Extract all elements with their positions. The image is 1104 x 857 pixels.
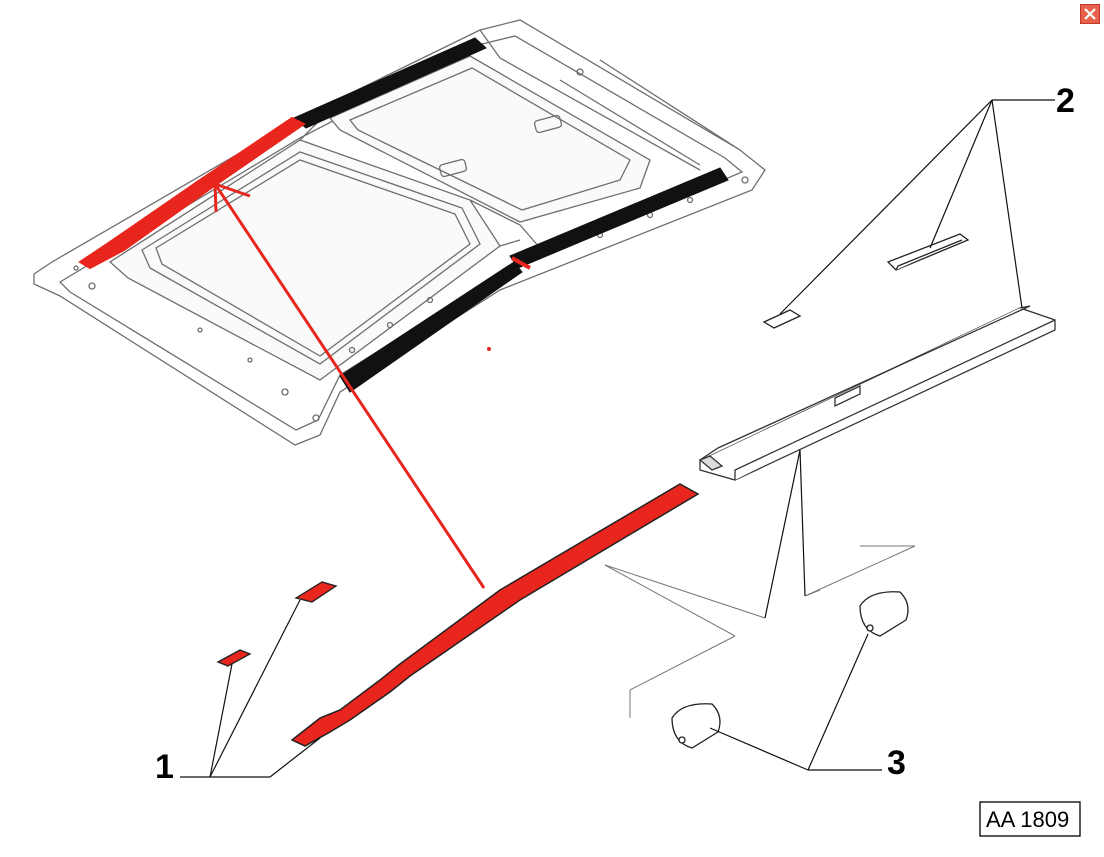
roof-red-marker (511, 256, 531, 270)
part-3-cap-upper (859, 591, 909, 637)
close-icon (1084, 8, 1096, 20)
part-1-clip-small (216, 649, 252, 667)
callout-3: 3 (887, 744, 906, 782)
reference-code: AA 1809 (986, 807, 1069, 832)
part-1-trim-strip (290, 483, 700, 747)
leader-lines (180, 99, 1055, 778)
part-1-clip-large (294, 581, 338, 603)
part-2-clip-large (886, 233, 970, 271)
part-3-cap-lower (671, 703, 721, 749)
roof-highlighted-strip (78, 116, 306, 270)
roof-seal-strips (293, 37, 729, 393)
location-arrow (213, 182, 486, 589)
reference-code-box (979, 801, 1081, 837)
red-dot (487, 347, 491, 351)
close-button[interactable] (1080, 4, 1100, 24)
callout-1: 1 (155, 748, 174, 786)
construction-lines (604, 545, 916, 718)
callout-2: 2 (1056, 82, 1075, 120)
part-2-clip-small (762, 309, 802, 329)
part-2-trim-bar (698, 305, 1056, 481)
roof-panel-drawing (33, 19, 766, 446)
